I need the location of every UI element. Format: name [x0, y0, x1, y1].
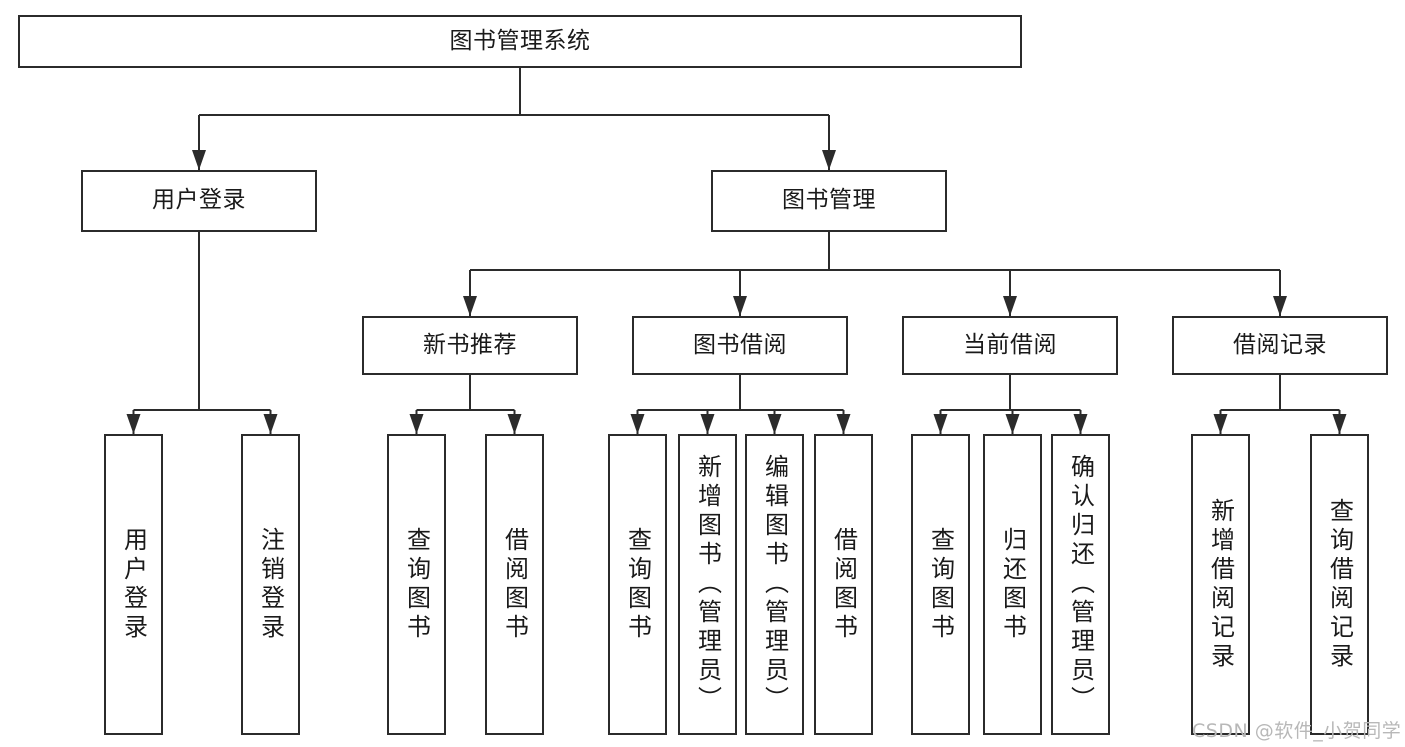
- node-leaf-bor-3[interactable]: 编辑图书（管理员）: [745, 434, 804, 735]
- node-label: 图书管理: [782, 187, 876, 214]
- node-label: 当前借阅: [963, 331, 1057, 358]
- node-label: 用户登录: [152, 187, 246, 214]
- node-leaf-cur-3[interactable]: 确认归还（管理员）: [1051, 434, 1110, 735]
- arrow-icon-records: [1273, 296, 1287, 316]
- node-leaf-rec-1[interactable]: 新增借阅记录: [1191, 434, 1250, 735]
- arrow-icon-borrow: [733, 296, 747, 316]
- node-leaf-rec-2[interactable]: 查询借阅记录: [1310, 434, 1369, 735]
- arrow-icon-leaf-bor-1: [630, 414, 645, 434]
- node-label: 归还图书: [998, 526, 1027, 643]
- node-leaf-cur-1[interactable]: 查询图书: [911, 434, 970, 735]
- node-leaf-login-1[interactable]: 用户登录: [104, 434, 163, 735]
- node-label: 查询图书: [623, 526, 652, 643]
- arrow-icon-leaf-new-2: [507, 414, 522, 434]
- arrow-icon-newbook: [463, 296, 477, 316]
- arrow-icon-leaf-cur-1: [933, 414, 948, 434]
- arrow-icon-leaf-rec-2: [1332, 414, 1347, 434]
- node-leaf-new-2[interactable]: 借阅图书: [485, 434, 544, 735]
- node-leaf-cur-2[interactable]: 归还图书: [983, 434, 1042, 735]
- arrow-icon-leaf-cur-3: [1073, 414, 1088, 434]
- arrow-icon-leaf-login-2: [263, 414, 278, 434]
- node-label: 借阅记录: [1233, 331, 1327, 358]
- arrow-icon-leaf-login-1: [126, 414, 141, 434]
- node-label: 查询借阅记录: [1325, 497, 1354, 672]
- arrow-icon-leaf-bor-3: [767, 414, 782, 434]
- node-label: 注销登录: [256, 526, 285, 643]
- node-label: 新书推荐: [423, 331, 517, 358]
- node-label: 图书管理系统: [449, 27, 591, 54]
- node-label: 用户登录: [119, 526, 148, 643]
- node-leaf-bor-2[interactable]: 新增图书（管理员）: [678, 434, 737, 735]
- arrow-icon-leaf-rec-1: [1213, 414, 1228, 434]
- node-records[interactable]: 借阅记录: [1172, 316, 1388, 375]
- node-root[interactable]: 图书管理系统: [18, 15, 1022, 68]
- node-leaf-new-1[interactable]: 查询图书: [387, 434, 446, 735]
- arrow-icon-login: [192, 150, 206, 170]
- arrow-icon-leaf-bor-2: [700, 414, 715, 434]
- node-leaf-login-2[interactable]: 注销登录: [241, 434, 300, 735]
- node-current[interactable]: 当前借阅: [902, 316, 1118, 375]
- arrow-icon-leaf-cur-2: [1005, 414, 1020, 434]
- node-borrow[interactable]: 图书借阅: [632, 316, 848, 375]
- arrow-icon-bookmgmt: [822, 150, 836, 170]
- watermark: CSDN @软件_小贺同学: [1192, 720, 1402, 742]
- node-newbook[interactable]: 新书推荐: [362, 316, 578, 375]
- arrow-icon-current: [1003, 296, 1017, 316]
- node-label: 借阅图书: [500, 526, 529, 643]
- node-label: 查询图书: [926, 526, 955, 643]
- node-label: 新增借阅记录: [1206, 497, 1235, 672]
- node-login[interactable]: 用户登录: [81, 170, 317, 232]
- node-leaf-bor-1[interactable]: 查询图书: [608, 434, 667, 735]
- node-label: 新增图书（管理员）: [693, 454, 722, 715]
- node-leaf-bor-4[interactable]: 借阅图书: [814, 434, 873, 735]
- node-label: 确认归还（管理员）: [1066, 454, 1095, 715]
- arrow-icon-leaf-new-1: [409, 414, 424, 434]
- node-label: 借阅图书: [829, 526, 858, 643]
- node-label: 查询图书: [402, 526, 431, 643]
- node-bookmgmt[interactable]: 图书管理: [711, 170, 947, 232]
- node-label: 图书借阅: [693, 331, 787, 358]
- node-label: 编辑图书（管理员）: [760, 454, 789, 715]
- arrow-icon-leaf-bor-4: [836, 414, 851, 434]
